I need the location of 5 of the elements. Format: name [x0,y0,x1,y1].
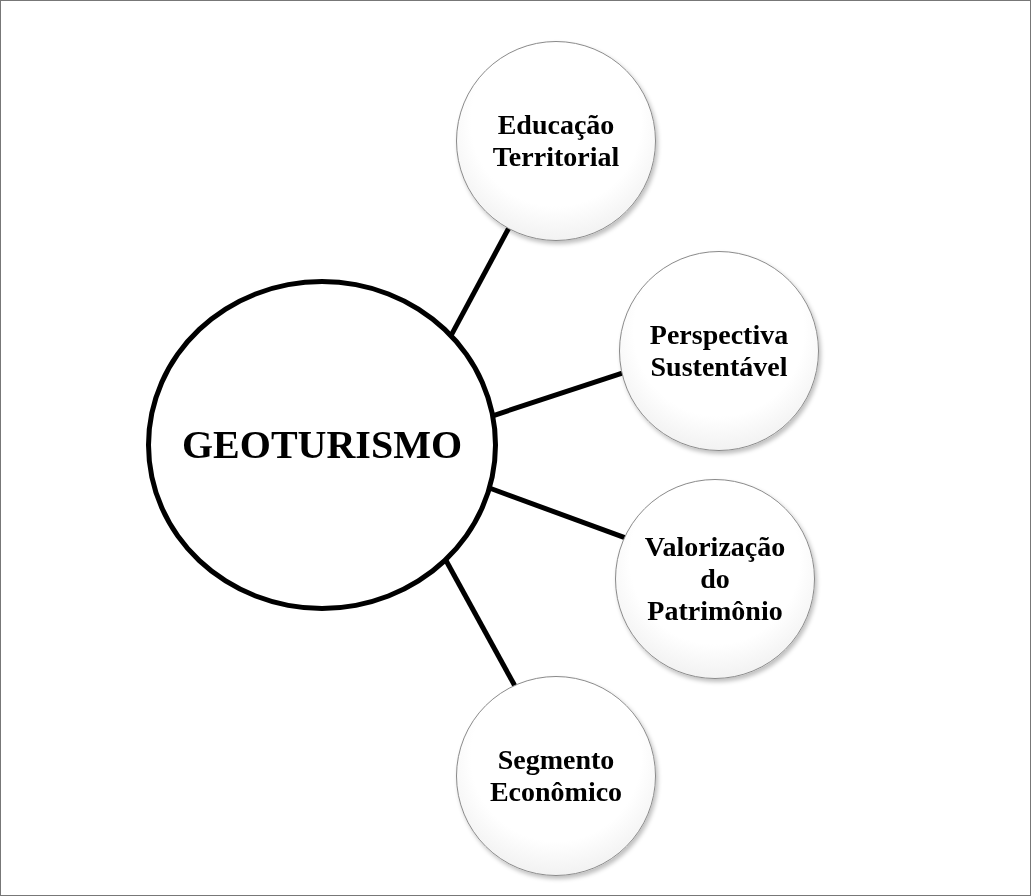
circle-label: Perspectiva Sustentável [648,318,790,384]
circle-label: Valorização do Patrimônio [643,530,787,628]
circle-label: Educação Territorial [491,108,621,174]
circle-label: GEOTURISMO [181,422,462,468]
circle-label: Segmento Econômico [488,743,624,809]
